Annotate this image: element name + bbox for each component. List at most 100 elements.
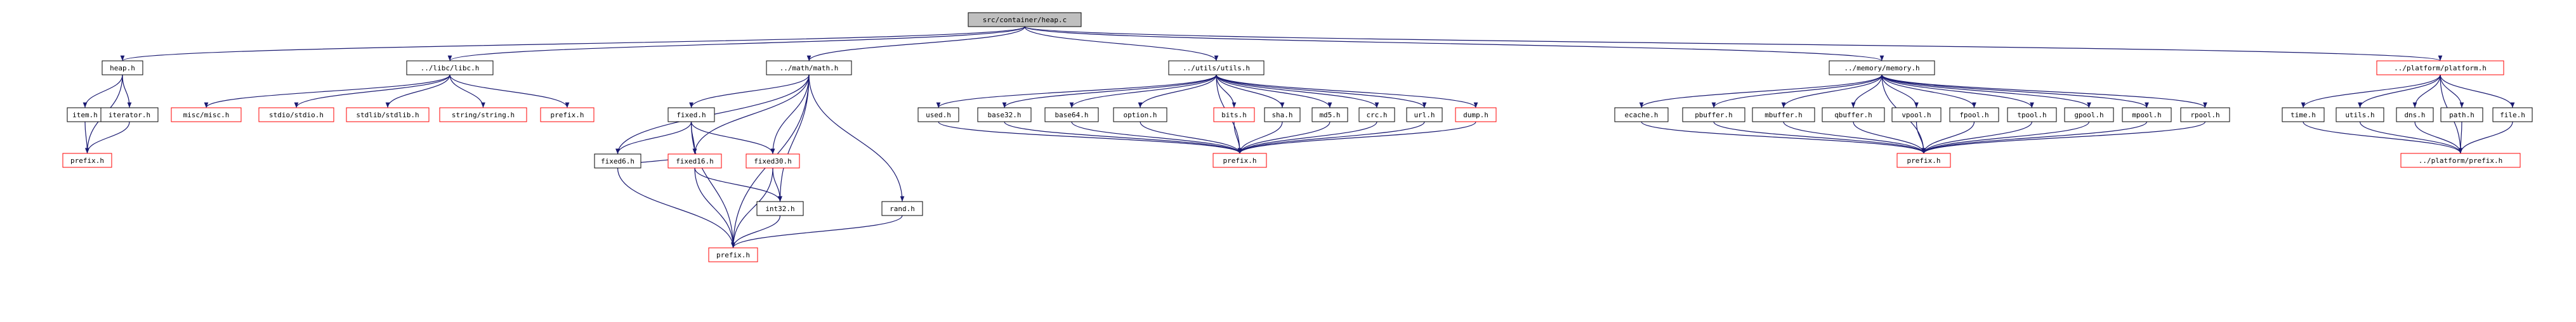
node-time[interactable]: time.h bbox=[2282, 107, 2325, 122]
node-math[interactable]: ../math/math.h bbox=[766, 60, 852, 75]
node-heap[interactable]: heap.h bbox=[102, 60, 143, 75]
node-label: md5.h bbox=[1319, 111, 1340, 119]
node-prefix_b[interactable]: prefix.h bbox=[540, 107, 595, 122]
edge-fixed-to-fixed30 bbox=[690, 121, 775, 155]
node-misc[interactable]: misc/misc.h bbox=[171, 107, 242, 122]
node-iterator[interactable]: iterator.h bbox=[100, 107, 159, 122]
node-fixed16[interactable]: fixed16.h bbox=[667, 153, 722, 169]
edge-pbuffer-to-prefix_e bbox=[1713, 121, 1926, 154]
edge-utils-to-bits bbox=[1216, 74, 1237, 108]
node-mbuffer[interactable]: mbuffer.h bbox=[1752, 107, 1815, 122]
node-stdlib[interactable]: stdlib/stdlib.h bbox=[346, 107, 430, 122]
node-libc[interactable]: ../libc/libc.h bbox=[406, 60, 494, 75]
node-root[interactable]: src/container/heap.c bbox=[968, 12, 1082, 27]
node-mpool[interactable]: mpool.h bbox=[2122, 107, 2172, 122]
edge-math-to-fixed bbox=[689, 74, 810, 108]
edge-memory-to-vpool bbox=[1881, 74, 1919, 108]
node-pbuffer[interactable]: pbuffer.h bbox=[1682, 107, 1745, 122]
node-box bbox=[1822, 107, 1885, 122]
node-prefix_e[interactable]: prefix.h bbox=[1896, 153, 1951, 168]
node-box bbox=[2336, 107, 2384, 122]
node-label: mbuffer.h bbox=[1764, 111, 1803, 119]
edge-memory-to-gpool bbox=[1881, 74, 2091, 108]
node-rand[interactable]: rand.h bbox=[881, 201, 923, 216]
edge-url-to-prefix_d bbox=[1237, 121, 1425, 154]
node-label: ../memory/memory.h bbox=[1844, 64, 1919, 72]
edge-utils-to-dump bbox=[1216, 74, 1478, 108]
edge-libc-to-stdio bbox=[294, 74, 450, 108]
node-label: prefix.h bbox=[716, 251, 750, 259]
node-label: utils.h bbox=[2345, 111, 2374, 119]
node-fixed[interactable]: fixed.h bbox=[667, 107, 715, 122]
node-md5[interactable]: md5.h bbox=[1311, 107, 1348, 122]
edge-base32-to-prefix_d bbox=[1004, 121, 1242, 154]
node-label: dns.h bbox=[2404, 111, 2425, 119]
node-base64[interactable]: base64.h bbox=[1044, 107, 1099, 122]
node-qbuffer[interactable]: qbuffer.h bbox=[1822, 107, 1885, 122]
node-dump[interactable]: dump.h bbox=[1455, 107, 1497, 122]
node-pprefix[interactable]: ../platform/prefix.h bbox=[2400, 153, 2521, 168]
node-bits[interactable]: bits.h bbox=[1213, 107, 1255, 122]
edge-platform-to-file bbox=[2440, 74, 2515, 108]
node-box bbox=[1113, 107, 1167, 122]
node-prefix_d[interactable]: prefix.h bbox=[1212, 153, 1267, 168]
edge-utils-to-base64 bbox=[1069, 74, 1217, 108]
node-label: ecache.h bbox=[1625, 111, 1659, 119]
node-utils2[interactable]: utils.h bbox=[2336, 107, 2384, 122]
node-base32[interactable]: base32.h bbox=[977, 107, 1032, 122]
node-file[interactable]: file.h bbox=[2492, 107, 2533, 122]
node-option[interactable]: option.h bbox=[1113, 107, 1167, 122]
node-path[interactable]: path.h bbox=[2440, 107, 2483, 122]
edge-root-to-heap bbox=[121, 26, 1025, 61]
node-stdio[interactable]: stdio/stdio.h bbox=[258, 107, 334, 122]
node-box bbox=[1682, 107, 1745, 122]
node-label: ../platform/platform.h bbox=[2394, 64, 2487, 72]
node-platform[interactable]: ../platform/platform.h bbox=[2376, 60, 2504, 75]
node-label: string/string.h bbox=[452, 111, 515, 119]
edge-item-to-prefix_a bbox=[84, 121, 89, 154]
node-box bbox=[1406, 107, 1443, 122]
node-label: tpool.h bbox=[2017, 111, 2046, 119]
node-box bbox=[667, 107, 715, 122]
node-box bbox=[2282, 107, 2325, 122]
node-prefix_c[interactable]: prefix.h bbox=[708, 247, 758, 262]
node-string[interactable]: string/string.h bbox=[439, 107, 527, 122]
edge-int32-to-prefix_c bbox=[731, 215, 781, 248]
node-rpool[interactable]: rpool.h bbox=[2180, 107, 2230, 122]
node-used[interactable]: used.h bbox=[917, 107, 959, 122]
edge-time-to-pprefix bbox=[2303, 121, 2463, 154]
node-box bbox=[1212, 153, 1267, 168]
node-label: path.h bbox=[2449, 111, 2474, 119]
node-item[interactable]: item.h bbox=[67, 107, 103, 122]
node-box bbox=[1044, 107, 1099, 122]
node-vpool[interactable]: vpool.h bbox=[1891, 107, 1942, 122]
node-ecache[interactable]: ecache.h bbox=[1614, 107, 1669, 122]
node-crc[interactable]: crc.h bbox=[1358, 107, 1395, 122]
node-fixed6[interactable]: fixed6.h bbox=[594, 153, 641, 169]
node-fpool[interactable]: fpool.h bbox=[1949, 107, 1999, 122]
edge-ecache-to-prefix_e bbox=[1641, 121, 1926, 154]
node-int32[interactable]: int32.h bbox=[756, 201, 804, 216]
node-box bbox=[977, 107, 1032, 122]
node-label: prefix.h bbox=[1223, 157, 1257, 165]
node-label: ../libc/libc.h bbox=[421, 64, 480, 72]
node-tpool[interactable]: tpool.h bbox=[2007, 107, 2057, 122]
node-utils[interactable]: ../utils/utils.h bbox=[1168, 60, 1265, 75]
node-fixed30[interactable]: fixed30.h bbox=[746, 153, 800, 169]
edge-utils-to-crc bbox=[1216, 74, 1379, 108]
node-url[interactable]: url.h bbox=[1406, 107, 1443, 122]
node-box bbox=[2396, 107, 2434, 122]
node-memory[interactable]: ../memory/memory.h bbox=[1829, 60, 1935, 75]
edge-vpool-to-prefix_e bbox=[1916, 121, 1926, 154]
edge-memory-to-rpool bbox=[1881, 74, 2207, 108]
node-box bbox=[2376, 60, 2504, 75]
node-dns[interactable]: dns.h bbox=[2396, 107, 2434, 122]
edge-platform-to-path bbox=[2440, 74, 2464, 108]
node-prefix_a[interactable]: prefix.h bbox=[62, 153, 112, 168]
node-sha[interactable]: sha.h bbox=[1264, 107, 1301, 122]
edge-fixed30-to-int32 bbox=[772, 167, 782, 202]
node-box bbox=[1891, 107, 1942, 122]
node-gpool[interactable]: gpool.h bbox=[2064, 107, 2114, 122]
node-box bbox=[406, 60, 494, 75]
